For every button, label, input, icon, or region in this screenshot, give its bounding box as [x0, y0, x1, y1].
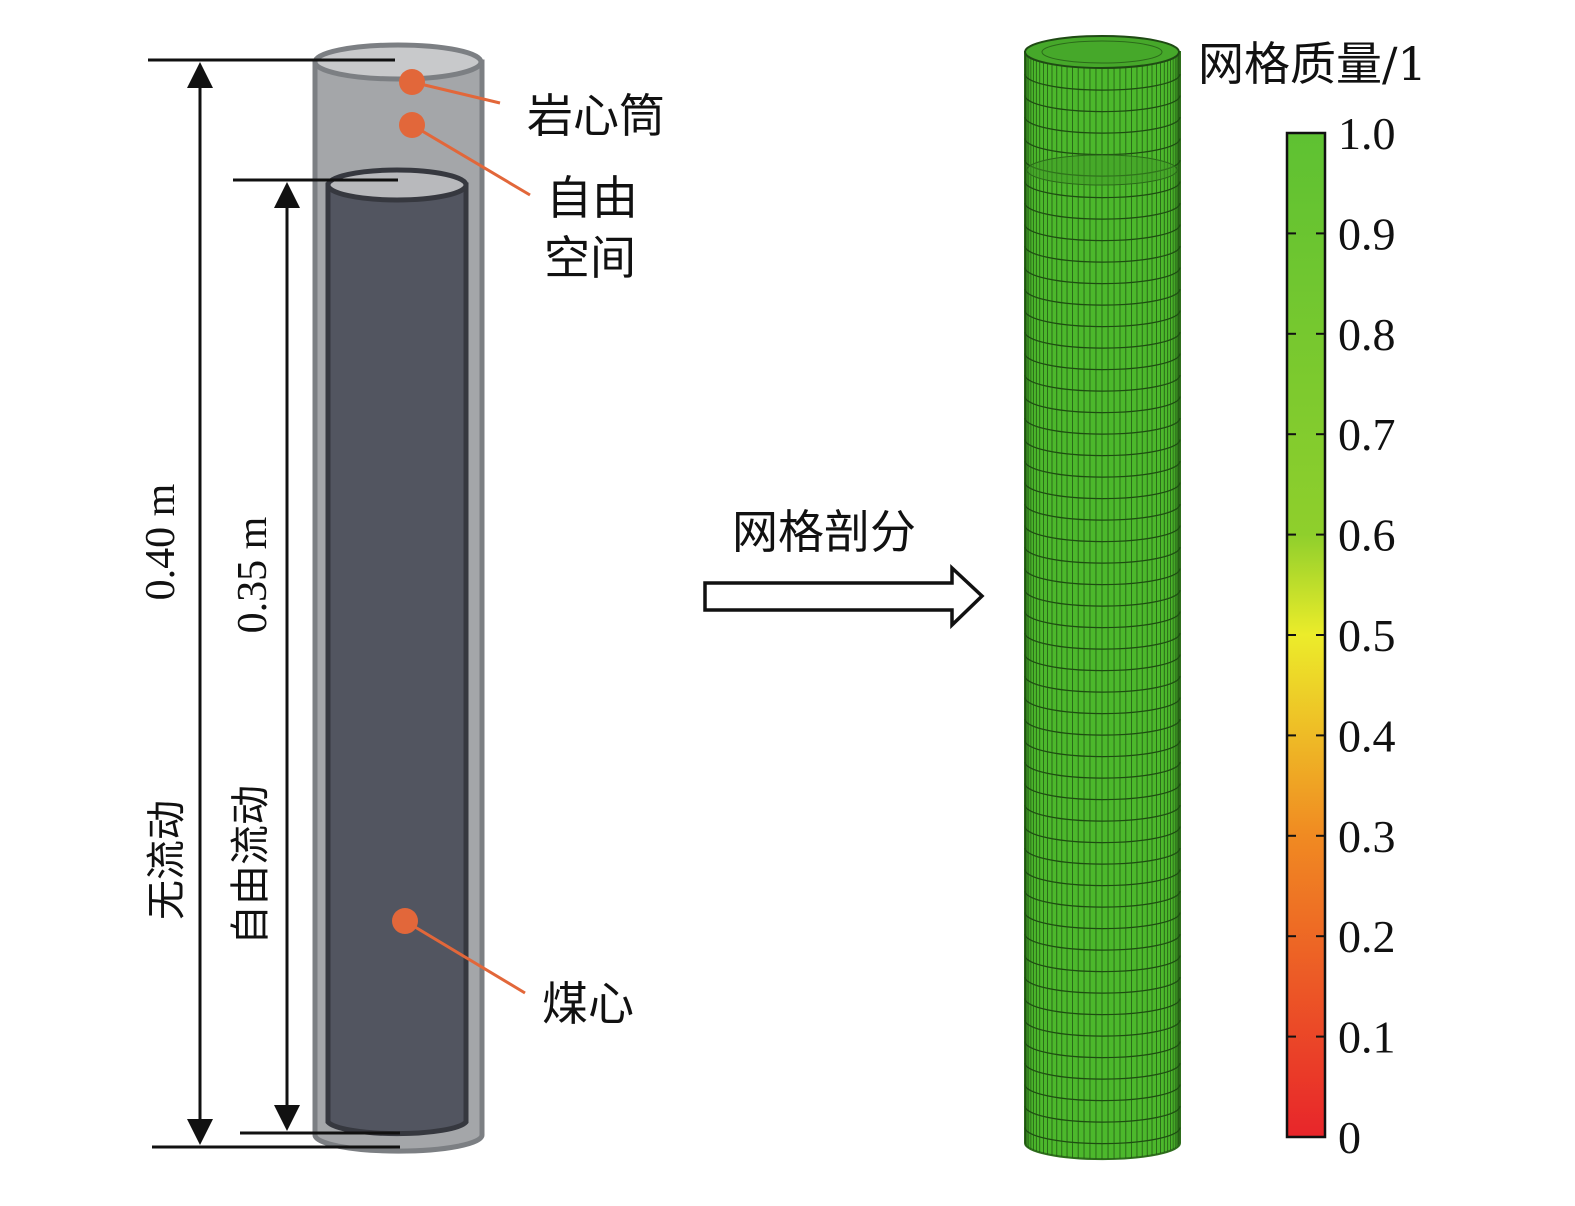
mesh-line: [1024, 503, 1181, 521]
colorbar-tick-label: 0.5: [1338, 610, 1396, 661]
mesh-line: [1024, 1019, 1181, 1037]
arrow-up-icon: [274, 182, 300, 208]
mesh-line: [1024, 73, 1181, 91]
free-space-label-1: 自由: [546, 171, 638, 225]
mesh-line: [1024, 245, 1181, 263]
colorbar-tick-label: 0.4: [1338, 710, 1396, 761]
colorbar-tick-label: 1.0: [1338, 108, 1396, 159]
mesh-line: [1024, 976, 1181, 994]
colorbar-tick-label: 0.6: [1338, 510, 1396, 561]
hollow-arrow-icon: [703, 563, 985, 630]
mesh-line: [1024, 1062, 1181, 1080]
mesh-line: [1024, 288, 1181, 306]
mesh-line: [1024, 912, 1181, 930]
mesh-line: [1024, 374, 1181, 392]
mesh-line: [1024, 589, 1181, 607]
mesh-line: [1024, 890, 1181, 908]
mesh-line: [1024, 331, 1181, 349]
mesh-line: [1024, 546, 1181, 564]
mesh-line: [1024, 847, 1181, 865]
colorbar-tick-label: 0.1: [1338, 1012, 1396, 1063]
mesh-cylinder: [1024, 35, 1181, 1161]
mesh-line: [1024, 224, 1181, 242]
colorbar-title: 网格质量/1: [1198, 37, 1427, 91]
coal-core-top: [325, 167, 469, 203]
mesh-line: [1024, 116, 1181, 134]
colorbar-tick-label: 0.7: [1338, 409, 1396, 460]
mesh-line: [1024, 998, 1181, 1016]
mesh-line: [1024, 95, 1181, 113]
mesh-line: [1024, 568, 1181, 586]
arrow-down-icon: [187, 1119, 213, 1145]
outer-tube-top: [312, 42, 484, 82]
mesh-line: [1024, 955, 1181, 973]
coal-core: [325, 182, 469, 1137]
core-holder-label: 岩心筒: [527, 89, 665, 143]
dim-outer-label: 0.40 m: [138, 483, 184, 600]
mesh-line: [1024, 396, 1181, 414]
mesh-line: [1024, 310, 1181, 328]
mesh-line: [1024, 718, 1181, 736]
colorbar-tick-label: 0.3: [1338, 811, 1396, 862]
mesh-line: [1024, 761, 1181, 779]
colorbar-tick-label: 0: [1338, 1112, 1361, 1163]
mesh-line: [1024, 654, 1181, 672]
mesh-line: [1024, 267, 1181, 285]
mesh-line: [1024, 783, 1181, 801]
mesh-inner-interface: [1026, 154, 1178, 186]
free-flow-label: 自由流动: [228, 785, 274, 945]
mesh-line: [1024, 804, 1181, 822]
mesh-line: [1024, 611, 1181, 629]
mesh-line: [1024, 1127, 1181, 1145]
mesh-line: [1024, 869, 1181, 887]
callout-dot: [399, 69, 425, 95]
mesh-line: [1024, 482, 1181, 500]
mesh-line: [1024, 697, 1181, 715]
mesh-line: [1024, 1041, 1181, 1059]
colorbar-tick-label: 0.9: [1338, 208, 1396, 259]
free-space-label-2: 空间: [544, 231, 636, 285]
colorbar-tick-label: 0.2: [1338, 911, 1396, 962]
dimension-outer: [148, 58, 400, 1149]
mesh-grid: [1024, 53, 1181, 1159]
arrow-up-icon: [187, 62, 213, 88]
core-holder-model: [312, 42, 485, 1154]
colorbar-ticks: 1.0 0.9 0.8 0.7 0.6 0.5 0.4 0.3 0.2 0.1 0: [1287, 108, 1396, 1163]
mesh-top-inner: [1041, 40, 1163, 64]
mesh-line: [1024, 933, 1181, 951]
callout-dot: [392, 908, 418, 934]
callouts: [392, 69, 531, 995]
mesh-line: [1024, 740, 1181, 758]
mesh-line: [1024, 632, 1181, 650]
callout-dot: [399, 112, 425, 138]
no-flow-label: 无流动: [144, 800, 190, 920]
mesh-line: [1024, 826, 1181, 844]
mesh-line: [1024, 181, 1181, 199]
mesh-line: [1024, 1105, 1181, 1123]
dimension-inner: [233, 178, 400, 1135]
mesh-line: [1024, 675, 1181, 693]
mesh-line: [1024, 439, 1181, 457]
mesh-line: [1024, 525, 1181, 543]
arrow-down-icon: [274, 1105, 300, 1131]
mesh-line: [1024, 202, 1181, 220]
mesh-line: [1024, 1084, 1181, 1102]
colorbar-tick-label: 0.8: [1338, 309, 1396, 360]
dim-inner-label: 0.35 m: [230, 516, 276, 633]
mesh-line: [1024, 417, 1181, 435]
coal-core-label: 煤心: [542, 977, 634, 1031]
mesh-line: [1024, 460, 1181, 478]
mesh-line: [1024, 353, 1181, 371]
meshing-label: 网格剖分: [732, 505, 916, 559]
